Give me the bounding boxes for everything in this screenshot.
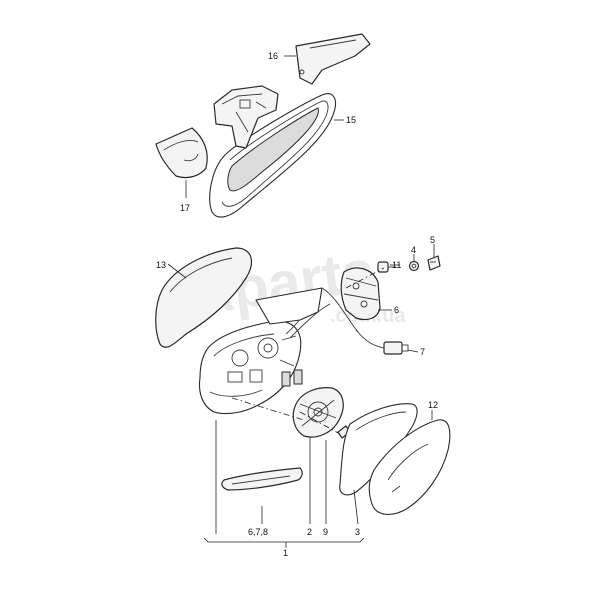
callout-labels: 16 15 17 13 11 4 5 6 7 12 6,7,8 2 9 3 1: [156, 51, 438, 558]
part-16-cover: [295, 33, 371, 85]
callout-3: 3: [355, 527, 360, 537]
part-2-adjuster-motor: [292, 387, 344, 438]
callout-2: 2: [307, 527, 312, 537]
part-17-mount-cover: [155, 127, 208, 179]
callout-17: 17: [180, 203, 190, 213]
part-4-washer: [408, 260, 420, 272]
callout-9: 9: [323, 527, 328, 537]
centre-lines: [231, 267, 385, 435]
callout-678: 6,7,8: [248, 527, 268, 537]
part-15-interior-mirror: [209, 85, 337, 218]
callout-1: 1: [283, 548, 288, 558]
leader-lines: [167, 55, 435, 548]
callout-15: 15: [346, 115, 356, 125]
callout-16: 16: [268, 51, 278, 61]
callout-5: 5: [430, 235, 435, 245]
callout-6: 6: [394, 305, 399, 315]
part-678-turn-signal: [221, 467, 303, 491]
part-12-mirror-glass: [368, 419, 451, 515]
callout-11: 11: [392, 260, 401, 270]
part-7-connector: [355, 329, 409, 355]
callout-12: 12: [428, 400, 438, 410]
part-cable-sheath: [255, 287, 359, 333]
callout-7: 7: [420, 347, 425, 357]
callout-13: 13: [156, 260, 166, 270]
part-6-mount-plate: [340, 267, 381, 321]
callout-4: 4: [411, 245, 416, 255]
part-5-screw: [427, 255, 441, 271]
part-11-bolt: [377, 261, 396, 273]
